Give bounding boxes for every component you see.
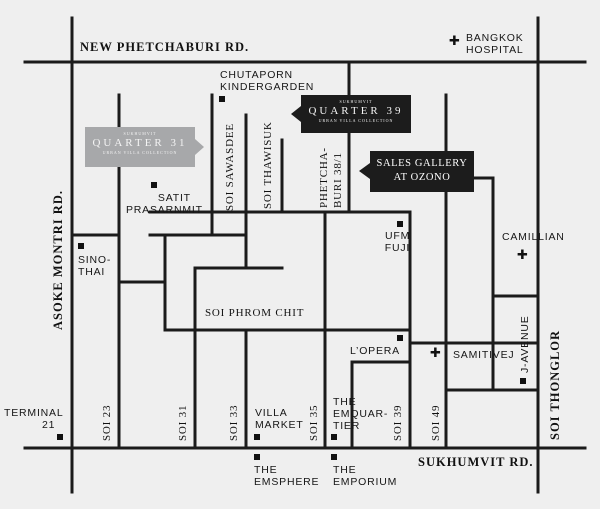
road-label-soi-39: SOI 39: [392, 404, 404, 441]
landmark-j-avenue: J-AVENUE: [519, 315, 531, 373]
road-label-soi-33: SOI 33: [228, 404, 240, 441]
lopera-marker-icon: [397, 335, 403, 341]
hospital-plus-icon: ✚: [449, 34, 460, 49]
sales-gallery-pointer: [359, 163, 370, 179]
road-label-soi-35: SOI 35: [308, 404, 320, 441]
road-label-soi-31: SOI 31: [177, 404, 189, 441]
road-label-soi-49: SOI 49: [430, 404, 442, 441]
terminal21-marker-icon: [57, 434, 63, 440]
chutaporn-marker-icon: [219, 96, 225, 102]
emporium-marker-icon: [331, 454, 337, 460]
road-label-phetchaburi-38-1: PHETCHA-BURI 38/1: [318, 147, 344, 208]
quarter-31-tag[interactable]: SUKHUMVIT QUARTER 31 URBAN VILLA COLLECT…: [85, 127, 195, 167]
road-label-asoke-montri: ASOKE MONTRI RD.: [51, 190, 65, 330]
road-label-soi-phrom-chit: SOI PHROM CHIT: [205, 307, 305, 319]
quarter-31-pointer: [195, 139, 204, 155]
samitivej-plus-icon: ✚: [430, 346, 441, 361]
landmark-lopera: L’OPERA: [350, 345, 400, 357]
emsphere-marker-icon: [254, 454, 260, 460]
camillian-plus-icon: ✚: [517, 248, 528, 263]
ufm-fuji-marker-icon: [397, 221, 403, 227]
road-label-soi-sawasdee: SOI SAWASDEE: [224, 123, 236, 211]
road-label-soi-thawisuk: SOI THAWISUK: [262, 121, 274, 209]
road-label-new-phetchaburi: NEW PHETCHABURI RD.: [80, 40, 250, 54]
quarter-39-tag[interactable]: SUKHUMVIT QUARTER 39 URBAN VILLA COLLECT…: [301, 95, 411, 133]
phrom-chit-block: [163, 233, 197, 332]
road-label-soi-23: SOI 23: [101, 404, 113, 441]
road-label-soi-thonglor: SOI THONGLOR: [548, 329, 562, 440]
quarter-39-pointer: [291, 106, 301, 122]
j-avenue-marker-icon: [520, 378, 526, 384]
villa-market-marker-icon: [254, 434, 260, 440]
road-label-sukhumvit: SUKHUMVIT RD.: [418, 455, 534, 469]
satit-marker-icon: [151, 182, 157, 188]
landmark-samitivej: SAMITIVEJ: [453, 349, 515, 361]
landmark-camillian: CAMILLIAN: [502, 231, 565, 243]
landmark-sino-thai: SINO-THAI: [78, 254, 112, 278]
sino-thai-marker-icon: [78, 243, 84, 249]
emquartier-marker-icon: [331, 434, 337, 440]
